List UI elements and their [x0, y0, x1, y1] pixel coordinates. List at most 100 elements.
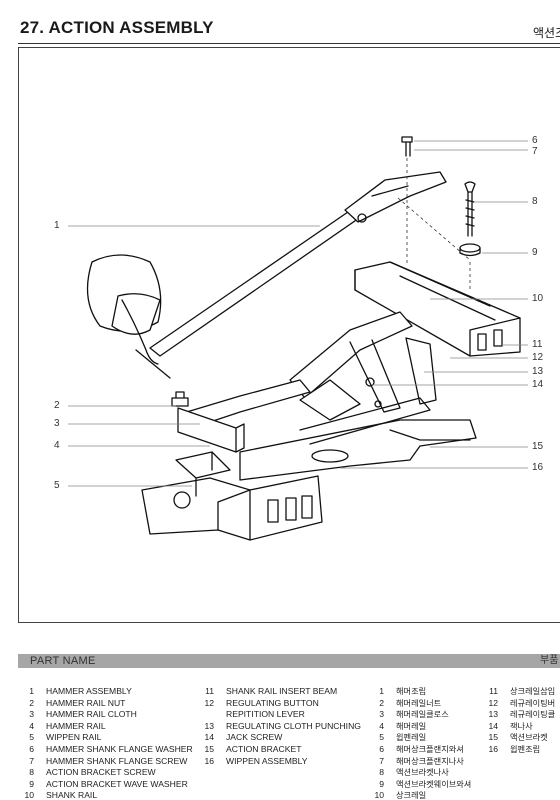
parts-header-label-korean: 부품: [540, 655, 559, 666]
part-name: JACK SCREW: [226, 732, 283, 743]
wippen-drawing: [289, 311, 437, 421]
part-number: 9: [29, 778, 34, 789]
callout-1: 1: [54, 220, 60, 231]
page-title: 27. ACTION ASSEMBLY: [20, 18, 214, 37]
callout-8: 8: [532, 196, 538, 207]
part-row: 3 해머레일클로스: [366, 709, 471, 721]
callout-2: 2: [54, 400, 60, 411]
part-name: HAMMER RAIL CLOTH: [46, 709, 137, 720]
part-number: 13: [204, 720, 214, 731]
part-name: WIPPEN RAIL: [46, 732, 102, 743]
part-number: 5: [29, 732, 34, 743]
callout-12: 12: [532, 352, 544, 363]
part-name: HAMMER ASSEMBLY: [46, 686, 132, 696]
callout-14: 14: [532, 379, 544, 390]
part-row: 4 HAMMER RAIL: [16, 721, 193, 733]
part-name: HAMMER SHANK FLANGE SCREW: [46, 755, 188, 766]
part-row: REPITITION LEVER: [196, 709, 361, 721]
part-number: 4: [379, 720, 384, 731]
part-name: 해머레일클로스: [396, 709, 449, 720]
part-number: 6: [379, 743, 384, 754]
page-title-korean: 액션조: [533, 26, 560, 40]
part-row: 11 상크레일삽입: [480, 686, 555, 698]
part-number: 13: [488, 709, 498, 720]
part-name: 상크레일: [396, 790, 427, 800]
part-row: 5 윕펜레일: [366, 732, 471, 744]
part-number: 2: [379, 697, 384, 708]
part-number: 11: [205, 686, 214, 696]
leader-lines: [68, 140, 528, 487]
part-name: REGULATING BUTTON: [226, 697, 319, 708]
part-name: 액션브라켓나사: [396, 767, 449, 778]
part-name: 상크레일삽입: [510, 686, 556, 696]
part-row: 3 HAMMER RAIL CLOTH: [16, 709, 193, 721]
callout-7: 7: [532, 146, 538, 157]
callout-16: 16: [532, 462, 544, 473]
part-name: REGULATING CLOTH PUNCHING: [226, 720, 361, 731]
part-row: 6 해머상크플랜지와셔: [366, 744, 471, 756]
part-number: 2: [29, 697, 34, 708]
part-number: 8: [29, 767, 34, 778]
part-number: 9: [379, 778, 384, 789]
callout-6: 6: [532, 135, 538, 146]
part-number: 12: [204, 697, 214, 708]
part-name: HAMMER RAIL: [46, 720, 106, 731]
parts-header-label: PART NAME: [30, 655, 96, 667]
callout-15: 15: [532, 441, 544, 452]
shank-rail-drawing: [354, 261, 521, 357]
screw-washer-drawing: [401, 136, 481, 257]
part-name: 해머레일: [396, 720, 427, 731]
part-number: 8: [379, 767, 384, 778]
part-number: 16: [204, 755, 214, 766]
action-bracket-drawing: [239, 397, 477, 481]
part-number: 5: [379, 732, 384, 743]
part-row: 5 WIPPEN RAIL: [16, 732, 193, 744]
part-row: 9 ACTION BRACKET WAVE WASHER: [16, 779, 193, 791]
part-name: ACTION BRACKET WAVE WASHER: [46, 778, 188, 789]
part-number: 10: [374, 790, 384, 800]
diagram-frame: [18, 47, 560, 623]
part-name: 윕펜조립: [510, 743, 541, 754]
part-name: ACTION BRACKET: [226, 743, 302, 754]
part-name: 해머조립: [396, 686, 427, 696]
part-name: 윕펜레일: [396, 732, 427, 743]
part-number: 6: [29, 743, 34, 754]
part-number: 14: [204, 732, 214, 743]
part-row: 9 액션브라켓웨이브와셔: [366, 779, 471, 791]
part-number: 10: [24, 790, 34, 800]
callout-9: 9: [532, 247, 538, 258]
part-row: 12 REGULATING BUTTON: [196, 698, 361, 710]
part-number: 3: [29, 709, 34, 720]
part-name: 액션브라켓웨이브와셔: [396, 778, 472, 789]
part-number: 7: [379, 755, 384, 766]
part-number: 11: [489, 686, 498, 696]
part-name: 레규레이팅버: [510, 697, 556, 708]
part-number: 3: [379, 709, 384, 720]
guide-lines: [397, 158, 471, 290]
part-name: 해머상크플랜지와셔: [396, 743, 464, 754]
callout-4: 4: [54, 440, 60, 451]
title-divider: [18, 43, 560, 44]
callout-3: 3: [54, 418, 60, 429]
part-number: 4: [29, 720, 34, 731]
parts-header-bar: PART NAME 부품: [18, 654, 560, 668]
callout-10: 10: [532, 293, 544, 304]
hammer-head-drawing: [86, 254, 171, 379]
part-name: 잭나사: [510, 720, 533, 731]
hammer-shank-drawing: [149, 171, 447, 357]
